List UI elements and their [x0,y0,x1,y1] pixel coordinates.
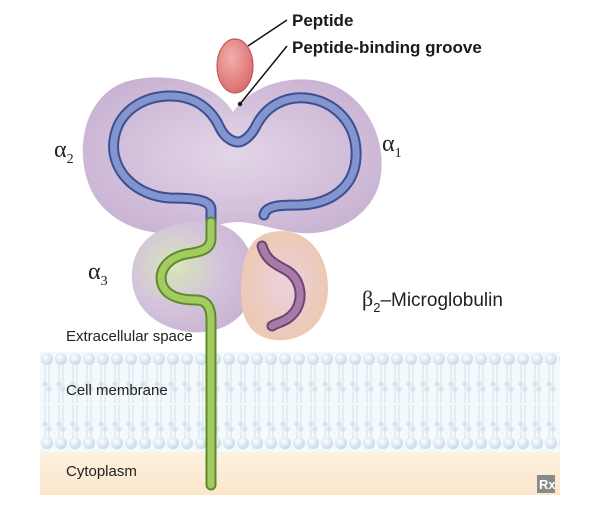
cell-membrane-label: Cell membrane [66,382,168,399]
alpha1-label: α1 [382,131,402,161]
peptide-leader-line [247,19,288,47]
alpha2-label: α2 [54,137,74,167]
groove-pointer-dot [237,101,243,107]
svg-text:Rx: Rx [539,477,556,492]
cytoplasm-label: Cytoplasm [66,463,137,480]
cytoplasm-region [40,450,560,495]
cell-membrane-bilayer [40,352,560,452]
alpha3-label: α3 [88,259,108,289]
groove-leader-line [239,45,288,105]
peptide-label: Peptide [292,11,353,30]
peptide-binding-groove-label: Peptide-binding groove [292,38,482,57]
rx-logo: Rx [537,475,556,493]
alpha1-alpha2-domain [82,77,382,234]
peptide-shape [216,38,254,94]
extracellular-space-label: Extracellular space [66,328,193,345]
beta2-microglobulin-label: β2–Microglobulin [362,286,503,315]
alpha3-domain [131,221,255,333]
